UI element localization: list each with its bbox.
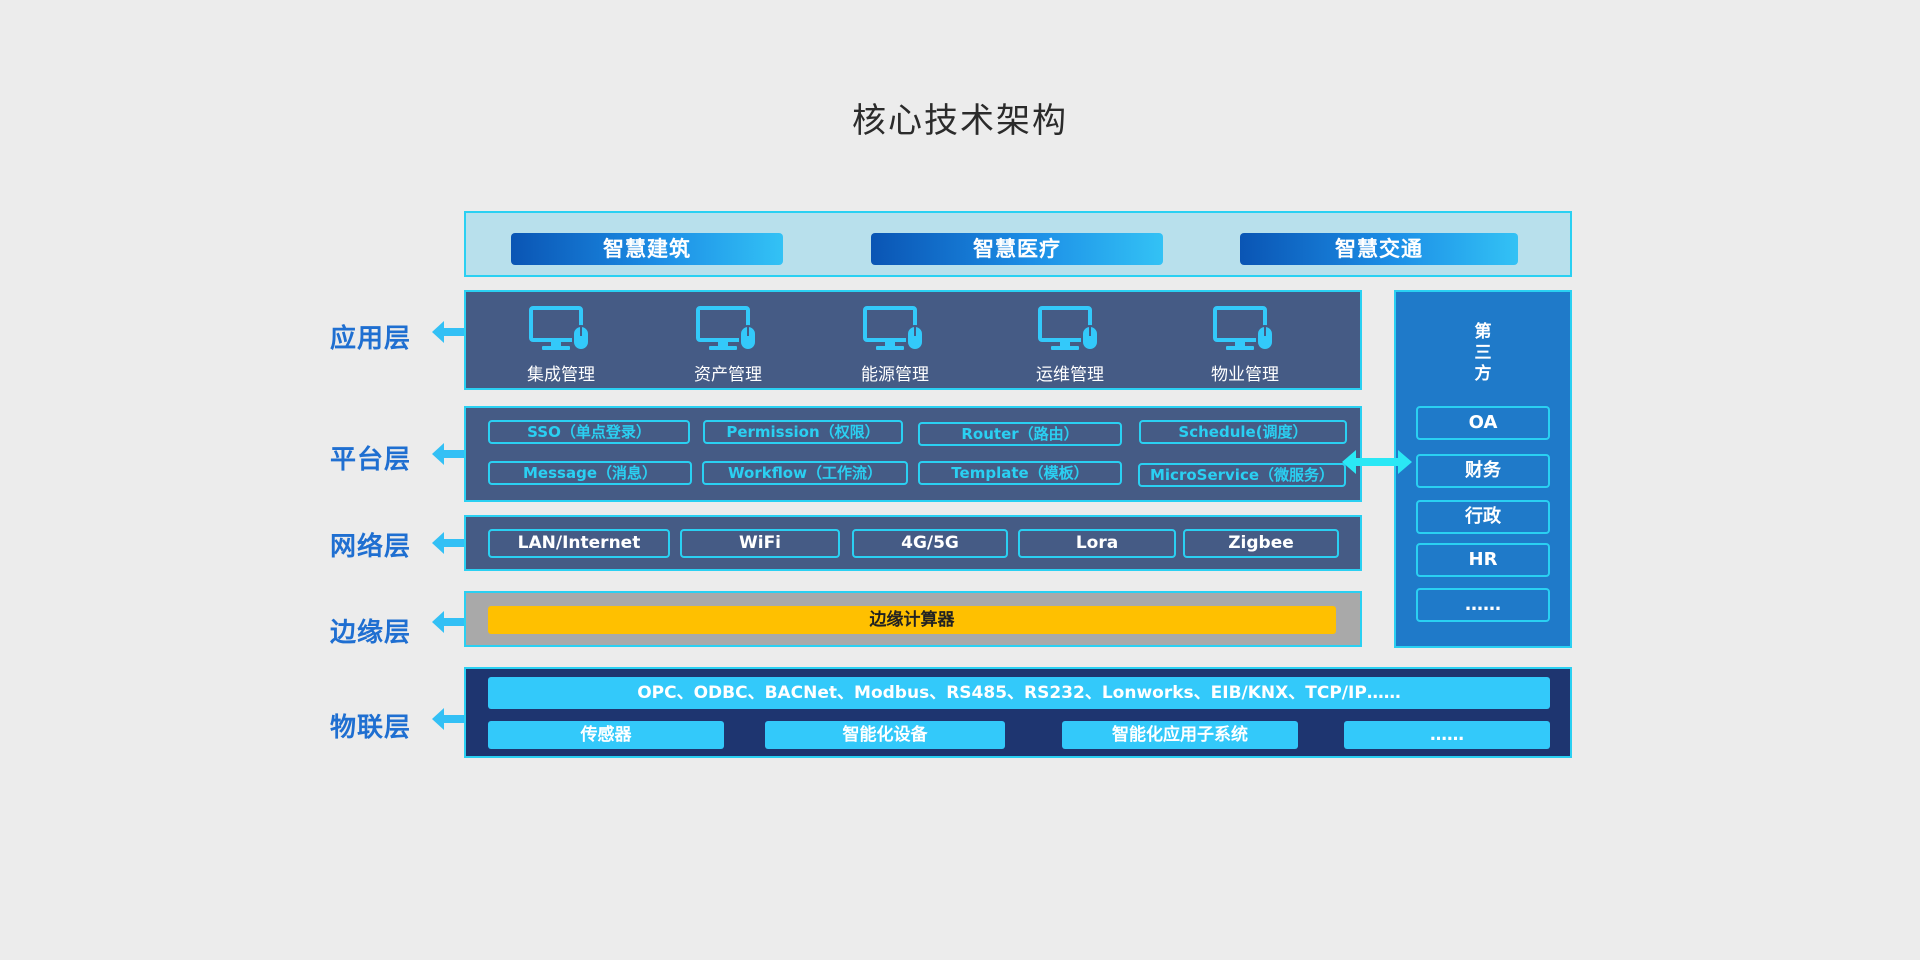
third-party-title-char: 方 bbox=[1474, 364, 1492, 384]
iot-chip-sensor: 传感器 bbox=[488, 721, 724, 749]
third-party-chip-oa: OA bbox=[1416, 406, 1550, 440]
third-party-title: 第 三 方 bbox=[1396, 322, 1570, 385]
iot-chip-more: …… bbox=[1344, 721, 1550, 749]
third-party-title-char: 第 bbox=[1474, 322, 1492, 342]
layer-label-iot: 物联层 bbox=[330, 713, 412, 743]
app-item-label: 物业管理 bbox=[1211, 365, 1279, 385]
protocols-bar: OPC、ODBC、BACNet、Modbus、RS485、RS232、Lonwo… bbox=[488, 677, 1550, 709]
platform-chip-router: Router（路由） bbox=[918, 422, 1122, 446]
app-item: 物业管理 bbox=[1180, 306, 1310, 385]
solution-smart-traffic: 智慧交通 bbox=[1240, 233, 1518, 265]
third-party-chip-admin: 行政 bbox=[1416, 500, 1550, 534]
app-item-label: 运维管理 bbox=[1036, 365, 1104, 385]
app-item-label: 集成管理 bbox=[527, 365, 595, 385]
platform-layer-band: SSO（单点登录） Permission（权限） Router（路由） Sche… bbox=[464, 406, 1362, 502]
monitor-mouse-icon bbox=[529, 306, 593, 352]
monitor-mouse-icon bbox=[696, 306, 760, 352]
layer-label-network: 网络层 bbox=[330, 532, 412, 562]
platform-chip-sso: SSO（单点登录） bbox=[488, 420, 690, 444]
third-party-chip-more: …… bbox=[1416, 588, 1550, 622]
application-layer-band: 集成管理 资产管理 能源管理 运维管理 物业管理 bbox=[464, 290, 1362, 390]
platform-chip-microservice: MicroService（微服务） bbox=[1138, 463, 1346, 487]
edge-computer-bar: 边缘计算器 bbox=[488, 606, 1336, 634]
platform-chip-permission: Permission（权限） bbox=[703, 420, 903, 444]
network-chip-lan: LAN/Internet bbox=[488, 529, 670, 558]
third-party-chip-hr: HR bbox=[1416, 543, 1550, 577]
network-chip-wifi: WiFi bbox=[680, 529, 840, 558]
iot-chip-smart-device: 智能化设备 bbox=[765, 721, 1005, 749]
app-item-label: 资产管理 bbox=[694, 365, 762, 385]
page-title: 核心技术架构 bbox=[852, 101, 1068, 141]
monitor-mouse-icon bbox=[1213, 306, 1277, 352]
third-party-band: 第 三 方 OA 财务 行政 HR …… bbox=[1394, 290, 1572, 648]
solution-smart-building: 智慧建筑 bbox=[511, 233, 783, 265]
edge-layer-band: 边缘计算器 bbox=[464, 591, 1362, 647]
solutions-band: 智慧建筑 智慧医疗 智慧交通 bbox=[464, 211, 1572, 277]
iot-chip-smart-subsystem: 智能化应用子系统 bbox=[1062, 721, 1298, 749]
platform-chip-workflow: Workflow（工作流） bbox=[702, 461, 908, 485]
solution-smart-medical: 智慧医疗 bbox=[871, 233, 1163, 265]
layer-label-platform: 平台层 bbox=[330, 445, 412, 475]
network-chip-lora: Lora bbox=[1018, 529, 1176, 558]
iot-layer-band: OPC、ODBC、BACNet、Modbus、RS485、RS232、Lonwo… bbox=[464, 667, 1572, 758]
app-item: 运维管理 bbox=[1005, 306, 1135, 385]
network-chip-zigbee: Zigbee bbox=[1183, 529, 1339, 558]
app-item: 资产管理 bbox=[663, 306, 793, 385]
app-item: 能源管理 bbox=[830, 306, 960, 385]
monitor-mouse-icon bbox=[1038, 306, 1102, 352]
layer-label-app: 应用层 bbox=[330, 324, 412, 354]
network-chip-4g5g: 4G/5G bbox=[852, 529, 1008, 558]
app-item-label: 能源管理 bbox=[861, 365, 929, 385]
app-item: 集成管理 bbox=[496, 306, 626, 385]
platform-chip-schedule: Schedule(调度） bbox=[1139, 420, 1347, 444]
third-party-chip-finance: 财务 bbox=[1416, 454, 1550, 488]
monitor-mouse-icon bbox=[863, 306, 927, 352]
double-arrow-icon bbox=[1342, 450, 1412, 474]
network-layer-band: LAN/Internet WiFi 4G/5G Lora Zigbee bbox=[464, 515, 1362, 571]
layer-label-edge: 边缘层 bbox=[330, 618, 412, 648]
third-party-title-char: 三 bbox=[1474, 343, 1492, 363]
platform-chip-message: Message（消息） bbox=[488, 461, 692, 485]
platform-chip-template: Template（模板） bbox=[918, 461, 1122, 485]
